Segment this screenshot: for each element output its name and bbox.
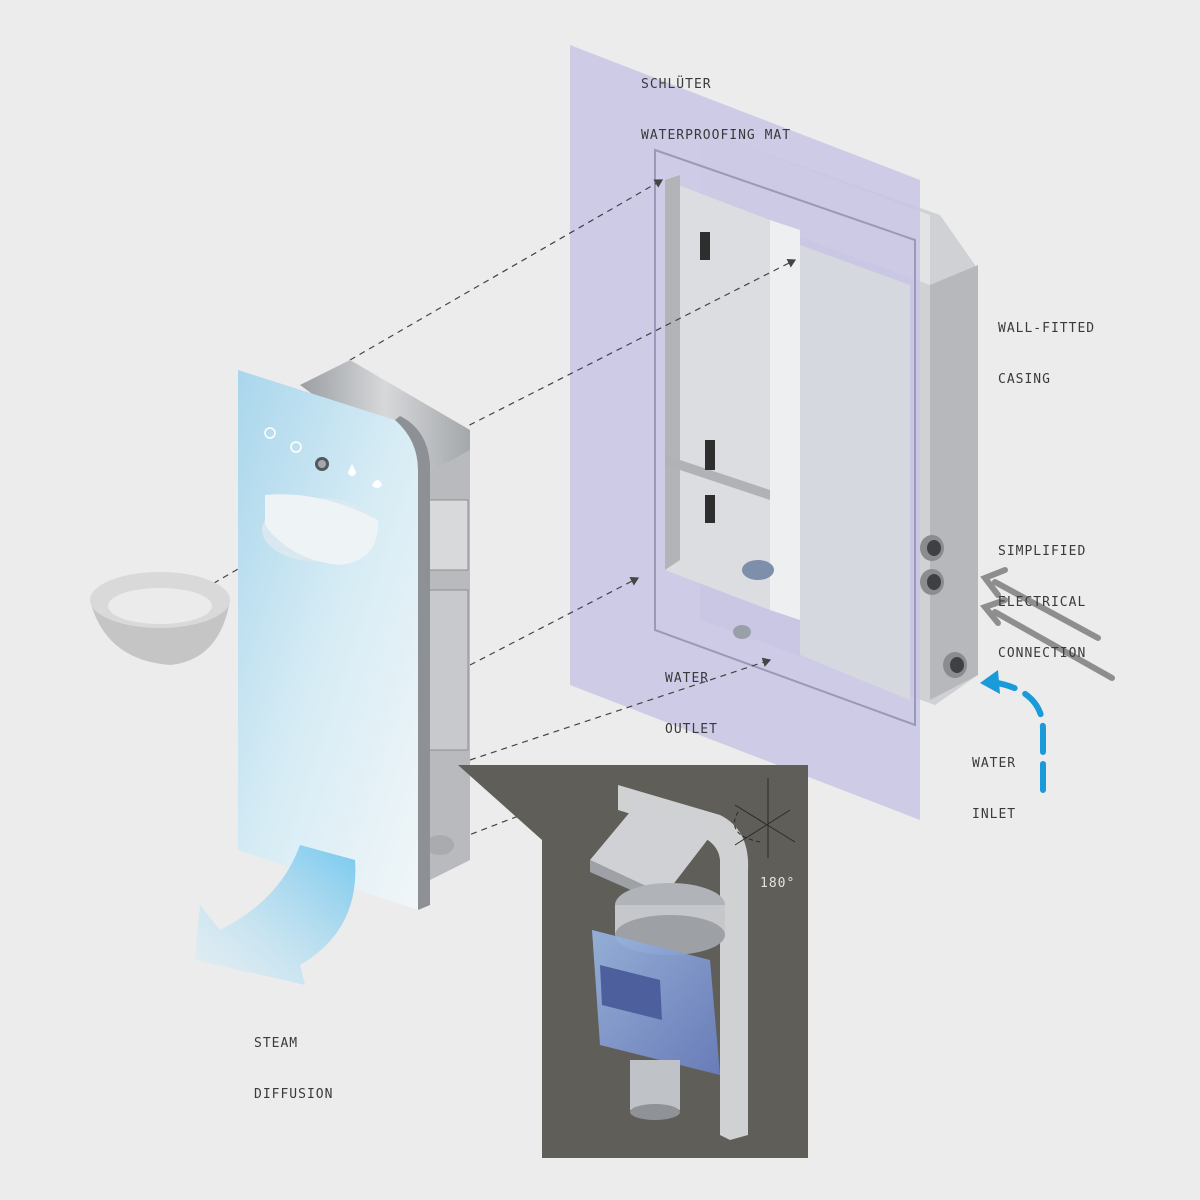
label-line: ELECTRICAL [998,595,1087,610]
mode-icon[interactable] [290,441,302,453]
label-line: CASING [998,372,1051,387]
label-line: WATER [665,671,710,686]
front-panel [238,370,430,910]
label-line: CONNECTION [998,646,1087,661]
rotation-label: 180° [760,876,796,891]
label-line: STEAM [254,1036,299,1051]
label-steam-diffusion: STEAM DIFFUSION [254,1001,333,1120]
casing-frame [654,148,916,727]
label-line: WATERPROOFING MAT [641,128,792,143]
label-line: INLET [972,807,1017,822]
rotation-axis-icon [734,778,796,858]
water-inlet-connector-icon [943,652,967,678]
droplet-icon[interactable] [348,464,356,476]
label-line: DIFFUSION [254,1087,334,1102]
label-waterproofing-mat: SCHLÜTER WATERPROOFING MAT [641,42,791,161]
aroma-icon[interactable] [372,480,382,488]
aroma-bowl [90,572,230,665]
dial-button[interactable] [315,457,329,471]
label-line: SCHLÜTER [641,77,712,92]
electrical-connector-icon [920,535,944,595]
steam-diffusion-arrow [195,845,356,985]
label-line: WATER [972,756,1017,771]
label-line: SIMPLIFIED [998,544,1087,559]
label-electrical-connection: SIMPLIFIED ELECTRICAL CONNECTION [998,509,1086,679]
label-water-outlet: WATER OUTLET [665,636,718,755]
water-inlet-arrow [980,670,1046,793]
label-wall-fitted-casing: WALL-FITTED CASING [998,286,1095,405]
electrical-arrows [979,567,1115,681]
label-water-inlet: WATER INLET [972,721,1016,840]
label-line: OUTLET [665,722,718,737]
cutaway-inset [458,765,808,1158]
label-line: WALL-FITTED [998,321,1096,336]
power-icon[interactable] [264,427,276,439]
